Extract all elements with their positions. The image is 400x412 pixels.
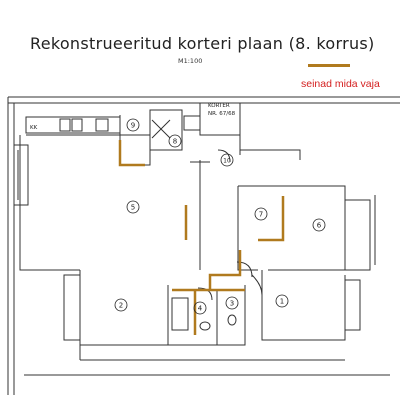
room-8-number: 8 [173,138,177,146]
room-4-circle [193,301,207,315]
kitchen-label: KK [30,125,38,131]
room-2-number: 2 [119,302,123,310]
room-5-number: 5 [131,204,135,212]
highlight-room-9 [118,140,145,167]
room-8-circle [168,134,182,148]
bath-8-9-block [149,109,183,151]
plan-title: Rekonstrueeritud korteri plaan (8. korru… [30,34,375,53]
room-2-circle [114,298,128,312]
legend-label: seinad mida vaja [301,78,380,90]
door-arc-10 [217,149,231,163]
highlight-room-7 [258,196,285,242]
room-6-wall [238,185,346,271]
room-9-number: 9 [131,122,135,130]
highlight-corridor [208,250,242,290]
bath-3-4-block [167,285,246,346]
shaft-cross [151,119,171,139]
room-9-circle [126,118,140,132]
room-1-number: 1 [280,298,284,306]
window-bay-left [14,144,29,206]
room-4-number: 4 [198,305,203,313]
room-2-wall [79,270,168,346]
outer-wall-bottom [79,345,345,361]
highlighted-walls [118,140,285,335]
bathtub [171,297,189,331]
apartment-label-line2: NR. 67/68 [208,111,236,117]
room-2-bay [63,274,80,341]
scale-label: M1:100 [178,57,203,65]
sink-1 [59,118,71,132]
room-6-number: 6 [317,222,322,230]
door-arc-1 [251,274,263,296]
room-1-wall [261,270,346,341]
stove [95,118,109,132]
corridor-wall [239,103,301,160]
room-1-circle [275,294,289,308]
apartment-label-line1: KORTER [208,103,230,109]
room-6-bay [344,186,371,271]
room-3-circle [225,296,239,310]
sink-3 [227,314,237,326]
toilet-area [183,115,201,131]
room-3-number: 3 [230,300,234,308]
room-5-circle [126,200,140,214]
highlight-bath [172,288,245,335]
room-10-number: 10 [223,158,231,165]
room-7-number: 7 [259,211,263,219]
room-10-circle [220,153,234,167]
toilet-4 [199,321,211,331]
room-7-circle [254,207,268,221]
legend-swatch [308,64,350,67]
sink-2 [71,118,83,132]
room-1-bay [345,279,361,331]
room-5-wall [19,135,80,271]
room-6-circle [312,218,326,232]
